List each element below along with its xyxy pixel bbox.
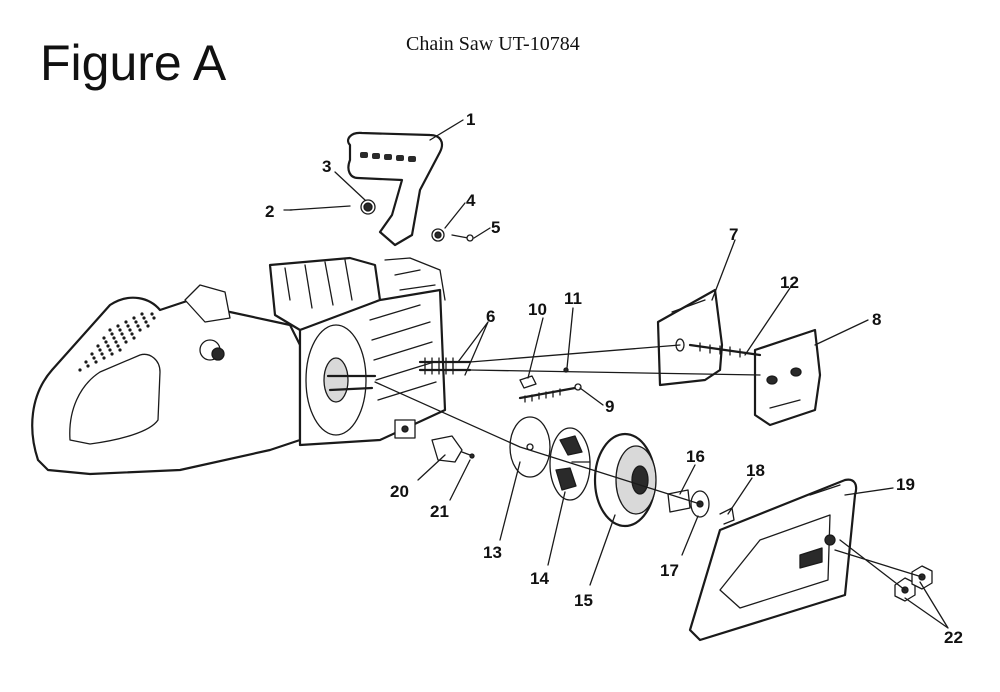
label-part-14: 14 — [530, 569, 549, 588]
label-part-5: 5 — [491, 218, 500, 237]
label-part-10: 10 — [528, 300, 547, 319]
part-outer-plate — [753, 328, 822, 427]
part-filter-screw — [461, 451, 471, 456]
label-part-3: 3 — [322, 157, 331, 176]
part-cover-nuts — [894, 565, 933, 602]
label-part-16: 16 — [686, 447, 705, 466]
label-part-22: 22 — [944, 628, 963, 647]
part-inner-plate — [656, 288, 724, 387]
label-part-18: 18 — [746, 461, 765, 480]
label-part-11: 11 — [564, 289, 582, 308]
label-part-1: 1 — [466, 110, 475, 129]
label-part-19: 19 — [896, 475, 915, 494]
label-part-17: 17 — [660, 561, 679, 580]
figure-label: Figure A — [40, 35, 227, 91]
label-part-8: 8 — [872, 310, 881, 329]
label-part-20: 20 — [390, 482, 409, 501]
label-part-15: 15 — [574, 591, 593, 610]
part-number-labels: 1 2 3 4 5 6 7 8 9 10 11 12 13 14 15 16 1… — [265, 110, 963, 647]
label-part-2: 2 — [265, 202, 274, 221]
part-clutch — [549, 427, 591, 501]
part-pin — [289, 205, 351, 211]
label-part-13: 13 — [483, 543, 502, 562]
label-part-21: 21 — [430, 502, 449, 521]
label-part-6: 6 — [486, 307, 495, 326]
label-part-7: 7 — [729, 225, 738, 244]
leader-lines — [283, 119, 949, 629]
part-e-clip — [719, 507, 735, 525]
part-clip — [451, 234, 469, 239]
label-part-12: 12 — [780, 273, 799, 292]
part-sprocket-cover — [688, 478, 858, 642]
part-oil-filter — [431, 435, 463, 463]
assembly-lines — [374, 344, 923, 591]
part-adjust-screw — [688, 343, 762, 357]
part-tension-screw — [518, 386, 577, 400]
saw-housing — [31, 256, 472, 476]
label-part-9: 9 — [605, 397, 614, 416]
model-title: Chain Saw UT-10784 — [406, 33, 580, 55]
part-bearing — [667, 489, 691, 513]
part-hand-guard — [346, 131, 444, 247]
label-part-4: 4 — [466, 191, 476, 210]
part-clutch-washer — [509, 416, 551, 478]
